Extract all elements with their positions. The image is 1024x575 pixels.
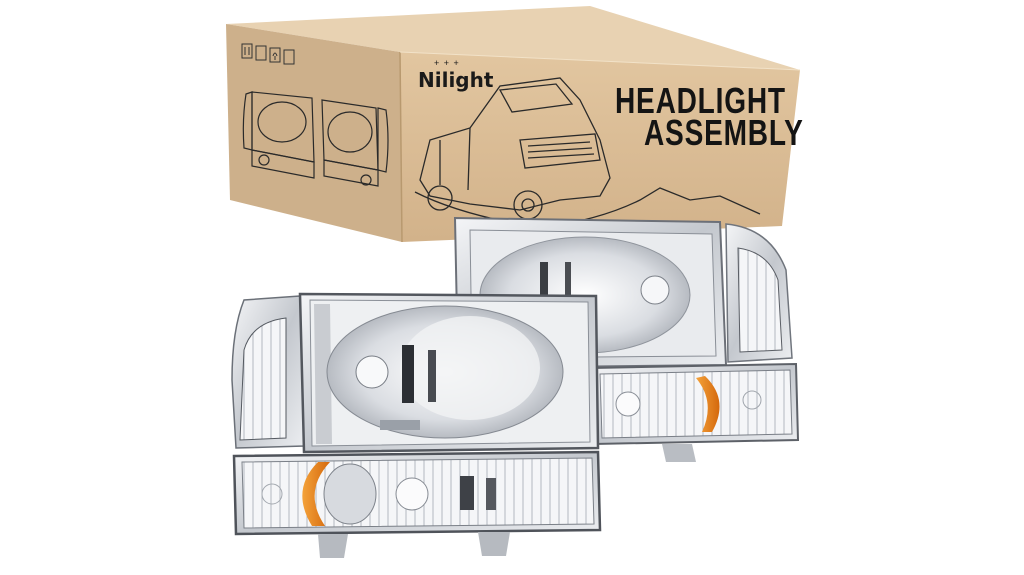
brand-stars: + + + xyxy=(434,58,460,68)
fragile-glass-icon xyxy=(255,45,267,61)
stacking-limit-icon xyxy=(283,49,295,65)
box-top xyxy=(226,6,800,70)
shipping-box xyxy=(226,6,801,243)
keep-dry-umbrella-icon xyxy=(269,47,281,63)
box-title-line1: HEADLIGHT xyxy=(615,80,786,121)
box-title-line2: ASSEMBLY xyxy=(644,112,804,153)
brand-logo: Nilight xyxy=(418,68,494,92)
box-front xyxy=(400,52,800,242)
box-side xyxy=(226,24,402,242)
handling-icons xyxy=(241,43,295,65)
headlight-lineart-icon xyxy=(242,91,389,187)
this-side-up-icon xyxy=(241,43,253,59)
